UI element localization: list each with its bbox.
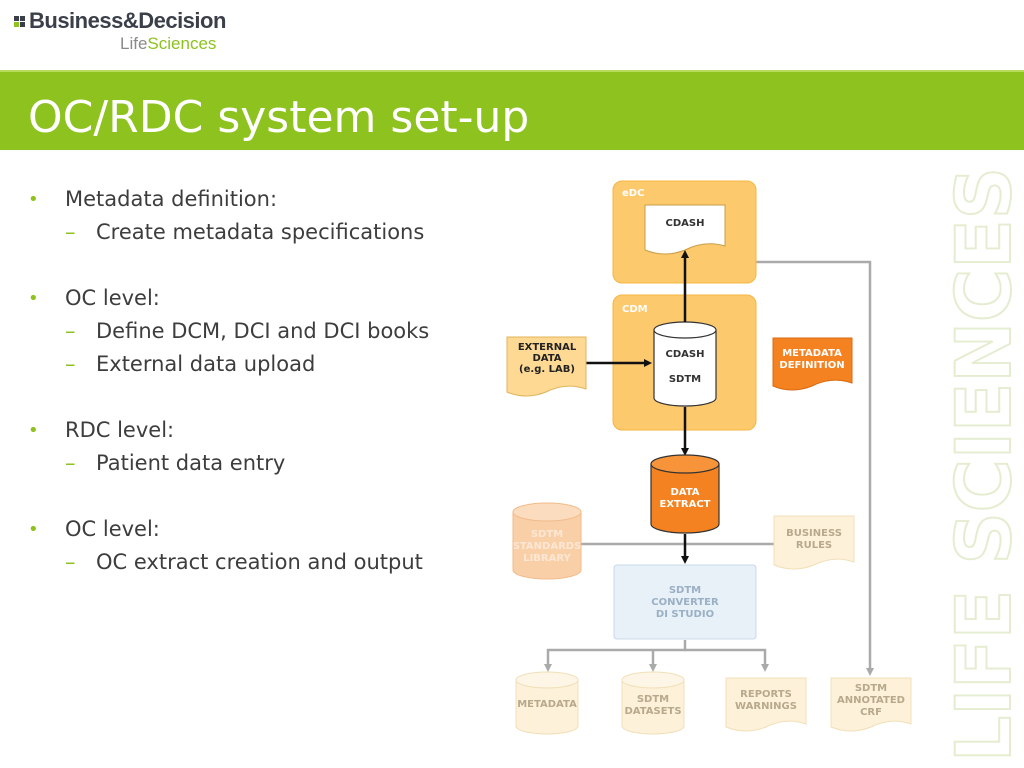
output-metadata-db: METADATA: [515, 671, 579, 735]
sdtm-converter-box: SDTM CONVERTER DI STUDIO: [613, 564, 757, 640]
bullet-group: • RDC level: –Patient data entry: [28, 414, 498, 480]
sub-bullet-text: External data upload: [96, 352, 316, 376]
sub-bullet-item: –Create metadata specifications: [28, 216, 498, 249]
bullet-text: Metadata definition:: [65, 187, 278, 211]
output-sdtm-datasets-db: SDTM DATASETS: [621, 671, 685, 735]
data-extract-line-2: EXTRACT: [660, 499, 711, 510]
output-reports-line-2: WARNINGS: [735, 701, 797, 712]
bullet-group: • OC level: –OC extract creation and outpu…: [28, 513, 498, 579]
black-arrows: [586, 250, 689, 564]
bullet-text: OC level:: [65, 286, 160, 310]
sub-bullet-marker: –: [65, 451, 76, 475]
external-line-1: EXTERNAL: [518, 342, 577, 353]
logo-squares-icon: [14, 15, 25, 27]
bullet-group: • Metadata definition: –Create metadata sp…: [28, 183, 498, 249]
bullet-item: • RDC level:: [28, 414, 498, 447]
metadata-definition-doc: METADATA DEFINITION: [772, 337, 853, 391]
output-crf-line-1: SDTM: [855, 683, 887, 694]
sub-bullet-item: –Patient data entry: [28, 447, 498, 480]
converter-line-1: SDTM: [669, 585, 701, 596]
watermark: LIFE SCIENCES: [942, 166, 1022, 763]
sub-bullet-item: –Define DCM, DCI and DCI books: [28, 315, 498, 348]
logo-main-text: Business&Decision: [29, 8, 226, 33]
logo-sub-life: Life: [120, 34, 148, 53]
output-datasets-line-2: DATASETS: [624, 706, 681, 717]
slide-title: OC/RDC system set-up: [28, 92, 530, 143]
bullet-text: OC level:: [65, 517, 160, 541]
bullet-marker: •: [28, 288, 39, 309]
standards-line-1: SDTM: [531, 529, 563, 540]
external-line-3: (e.g. LAB): [519, 364, 575, 375]
edc-label: eDC: [622, 188, 644, 199]
sub-bullet-marker: –: [65, 550, 76, 574]
converter-line-2: CONVERTER: [651, 597, 719, 608]
sub-bullet-text: Create metadata specifications: [96, 220, 425, 244]
logo-wordmark: Business&Decision: [14, 8, 226, 34]
edc-box: eDC CDASH: [612, 180, 757, 284]
company-logo: Business&Decision LifeSciences: [14, 8, 226, 54]
sub-bullet-text: OC extract creation and output: [96, 550, 423, 574]
title-band: [0, 70, 1024, 150]
cdm-db-sdtm: SDTM: [669, 374, 701, 385]
metadata-def-line-1: METADATA: [782, 348, 842, 359]
business-rules-doc: BUSINESS RULES: [773, 515, 855, 570]
external-data-doc: EXTERNAL DATA (e.g. LAB): [506, 336, 587, 397]
sub-bullet-item: –OC extract creation and output: [28, 546, 498, 579]
metadata-def-line-2: DEFINITION: [779, 360, 844, 371]
sub-bullet-marker: –: [65, 352, 76, 376]
sub-bullet-marker: –: [65, 220, 76, 244]
converter-line-3: DI STUDIO: [656, 609, 714, 620]
cdm-label: CDM: [622, 304, 648, 315]
data-extract-line-1: DATA: [670, 487, 699, 498]
sub-bullet-item: –External data upload: [28, 348, 498, 381]
sub-bullet-marker: –: [65, 319, 76, 343]
output-reports-line-1: REPORTS: [740, 689, 792, 700]
business-rules-line-2: RULES: [796, 540, 832, 551]
logo-sub-sciences: Sciences: [147, 34, 217, 53]
bullet-marker: •: [28, 420, 39, 441]
output-datasets-line-1: SDTM: [637, 694, 669, 705]
external-line-2: DATA: [532, 353, 561, 364]
sub-bullet-text: Define DCM, DCI and DCI books: [96, 319, 430, 343]
standards-library-db: SDTM STANDARDS LIBRARY: [512, 502, 582, 580]
data-extract-db: DATA EXTRACT: [650, 454, 720, 534]
bullet-list: •Metadata definition:–Create metadata sp…: [28, 183, 498, 612]
watermark-text: LIFE SCIENCES: [942, 167, 1022, 762]
sub-bullet-text: Patient data entry: [96, 451, 286, 475]
output-crf-line-2: ANNOTATED: [837, 695, 905, 706]
output-reports-doc: REPORTS WARNINGS: [725, 677, 807, 732]
bullet-marker: •: [28, 189, 39, 210]
cdm-db-cdash: CDASH: [666, 349, 705, 360]
logo-subtitle: LifeSciences: [120, 34, 226, 54]
output-crf-line-3: CRF: [860, 707, 882, 718]
bullet-text: RDC level:: [65, 418, 175, 442]
bullet-item: • OC level:: [28, 513, 498, 546]
output-metadata-label: METADATA: [517, 699, 577, 710]
standards-line-3: LIBRARY: [523, 553, 571, 564]
standards-line-2: STANDARDS: [513, 541, 582, 552]
edc-cdash-doc: CDASH: [666, 218, 705, 229]
bullet-item: • Metadata definition:: [28, 183, 498, 216]
business-rules-line-1: BUSINESS: [786, 528, 842, 539]
bullet-marker: •: [28, 519, 39, 540]
bullet-item: • OC level:: [28, 282, 498, 315]
output-annotated-crf-doc: SDTM ANNOTATED CRF: [830, 677, 912, 732]
bullet-group: • OC level: –Define DCM, DCI and DCI books…: [28, 282, 498, 381]
